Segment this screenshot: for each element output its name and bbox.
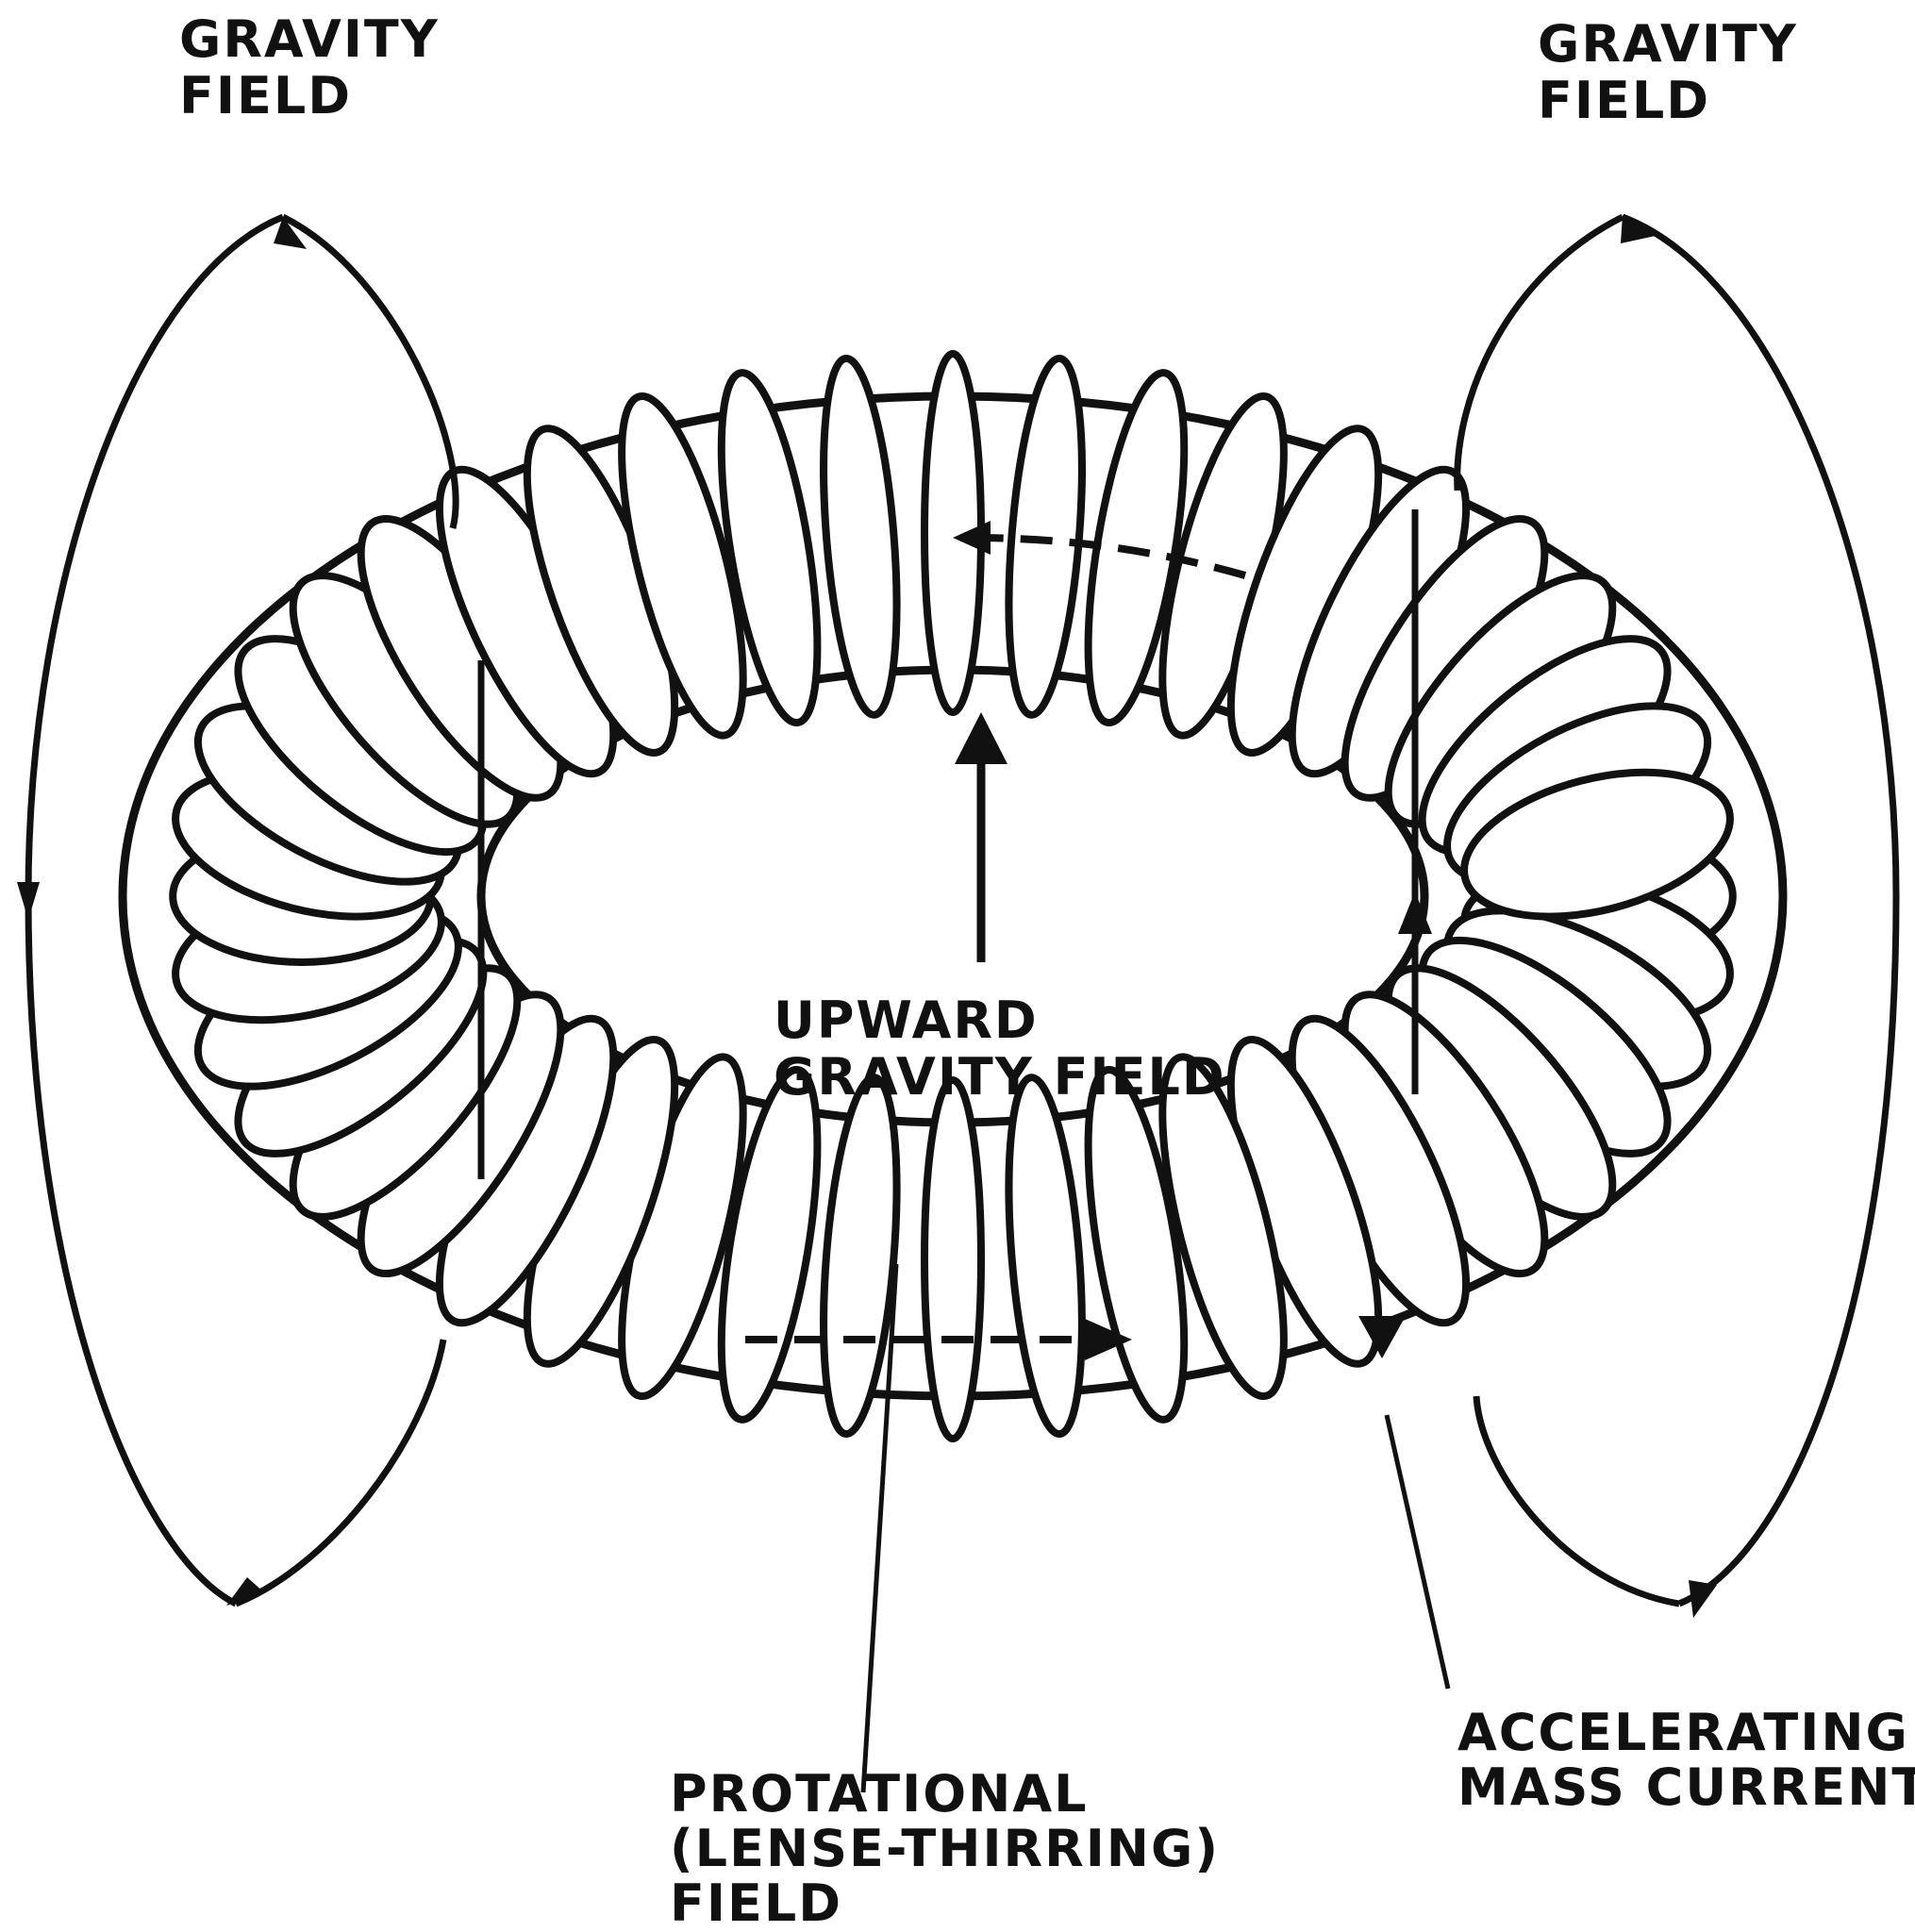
coil-ring [618, 391, 747, 740]
gravity-arrow-right-bottom [1689, 1580, 1717, 1618]
mass-current-top-arrowhead [953, 521, 991, 555]
gravity-field-loop-right [1411, 213, 1900, 1607]
mass-current-bottom-arrowhead [1085, 1319, 1132, 1360]
coil-ring [717, 1065, 822, 1424]
gravity-arrow-right-top [1621, 215, 1656, 243]
coil-ring [1084, 1065, 1189, 1424]
gravity-arrow-left-middle [17, 882, 40, 920]
coil-ring [820, 354, 901, 719]
coil-ring [1460, 768, 1734, 921]
upward-field-arrowhead [955, 712, 1007, 764]
protational-leader-line [860, 1263, 899, 1793]
coil-ring [1158, 1053, 1288, 1401]
upward-gravity-field-label: UPWARD GRAVITY FIELD [774, 991, 1226, 1107]
gravity-arrow-left-top [274, 217, 307, 249]
mass-current-right-arrowhead [1358, 1316, 1406, 1358]
gravity-field-label-right: GRAVITY FIELD [1538, 14, 1818, 130]
coil-ring [921, 1076, 985, 1442]
gravity-arrow-left-bottom [226, 1577, 264, 1606]
gravity-field-label-left: GRAVITY FIELD [179, 9, 459, 125]
coil-ring [1005, 1074, 1086, 1439]
gravity-arrow-right-inner [1398, 891, 1432, 934]
accelerating-leader-line [1384, 1414, 1451, 1690]
accelerating-mass-current-label: ACCELERATING MASS CURRENT [1457, 1703, 1915, 1817]
protational-field-label: PROTATIONAL (LENSE-THIRRING) FIELD [670, 1764, 1240, 1932]
coil-ring [717, 369, 822, 727]
torus-coil-rings [169, 350, 1737, 1442]
coil-ring [820, 1074, 901, 1439]
